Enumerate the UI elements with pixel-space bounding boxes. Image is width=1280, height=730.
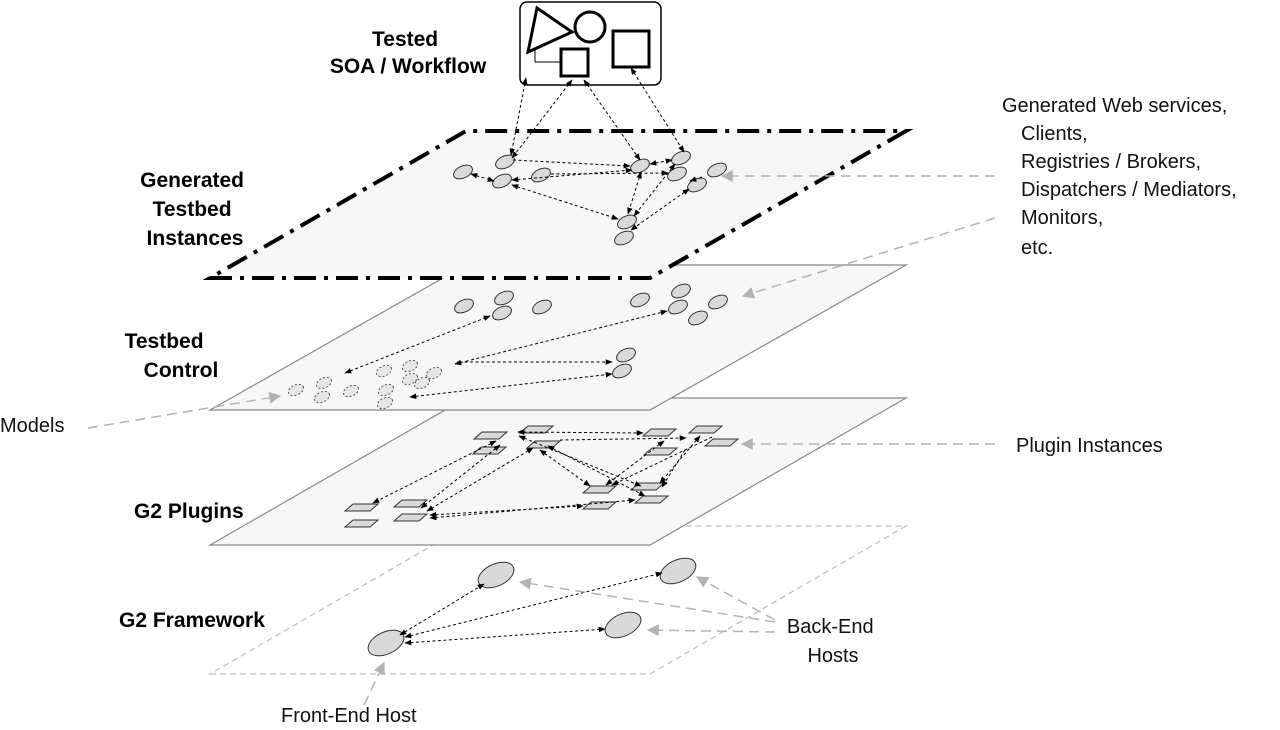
square-shape-small — [559, 47, 590, 78]
g2-plugins-label: G2 Plugins — [134, 500, 244, 523]
plugin-instances-annotation: Plugin Instances — [1016, 435, 1163, 457]
front-end-host-annotation: Front-End Host — [281, 705, 417, 727]
testbed-control-plane — [207, 264, 909, 411]
generated-services-annotation: Generated Web services, Clients, Registr… — [1002, 95, 1242, 259]
tested-soa-box — [519, 1, 662, 86]
g2-framework-label: G2 Framework — [119, 609, 265, 632]
g2-plugins-plane — [207, 397, 909, 546]
back-end-hosts-annotation: Back-End Hosts — [787, 616, 879, 667]
square-shape-large — [611, 29, 651, 69]
circle-shape — [573, 10, 607, 44]
dashed-connections — [344, 67, 713, 646]
annotation-arrows — [87, 170, 996, 706]
g2-framework-plane — [207, 525, 909, 675]
triangle-shape — [525, 5, 576, 55]
models-annotation: Models — [0, 415, 64, 437]
testbed-instances-plane — [202, 129, 914, 280]
tested-soa-title: Tested SOA / Workflow — [330, 28, 487, 78]
testbed-instances-label: Generated Testbed Instances — [140, 169, 250, 250]
testbed-control-label: Testbed Control — [125, 330, 219, 382]
